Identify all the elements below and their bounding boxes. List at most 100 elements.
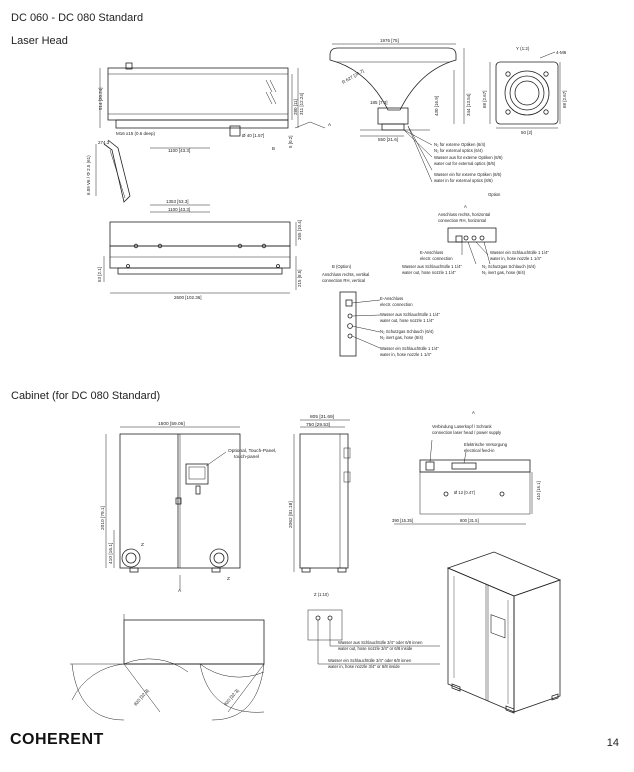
dim-tilt-vert: 6.09 V6 / Φ 2.5 (61) xyxy=(86,155,91,195)
dim-185: 185 [7.3] xyxy=(370,100,388,105)
dim-m16: M16 x15 (0.6 deep) xyxy=(116,131,156,136)
water-in-hose-v-en: water in, hose nozzle 1 1/4" xyxy=(380,352,432,357)
callout-water-in-optics-en: water in for external optics (8/6) xyxy=(434,178,493,183)
electr-supply: Elektrische Versorgung xyxy=(464,442,508,447)
cabinet-view-a-labels: A Verbindung Laserkopf / Schrank connect… xyxy=(392,410,541,523)
laser-head-front-dims: 1976 [75] 185 [7.3] 550 [21.6] 430 [16.9… xyxy=(341,38,471,142)
cab-view-a: A xyxy=(472,410,475,415)
page-number: 14 xyxy=(606,737,619,749)
e-conn-label: E-Anschluss xyxy=(420,250,443,255)
laser-head-top-dims: 1353 [53.3] 1100 [43.3] 2600 [102.36] 26… xyxy=(97,199,302,300)
water-in-hose-h: Wasser ein Schlauchtülle 1 1/4" xyxy=(490,250,549,255)
label-z-2: Z xyxy=(227,576,230,582)
callout-water-out-optics: Wasser aus für externe Optiken (8/6) xyxy=(434,155,503,160)
dim-top-h3: 53 [2.1] xyxy=(97,267,102,282)
water-out-hose-h-en: water out, hose nozzle 1 1/4" xyxy=(402,270,456,275)
dim-1100-top: 1100 [43.3] xyxy=(168,207,190,212)
cabinet-side-view xyxy=(293,419,351,573)
e-conn-label-en: electr. connection xyxy=(420,256,453,261)
callout-n2-optics: N₂ für externe Optiken (6/4) xyxy=(434,142,486,147)
dim-end-h2: 68 [2.67] xyxy=(562,90,567,108)
section-cabinet-title: Cabinet (for DC 080 Standard) xyxy=(11,390,161,402)
water-out-hose-v-en: water out, hose nozzle 1 1/4" xyxy=(380,318,434,323)
cabinet-isometric xyxy=(446,551,562,714)
n2-gas-h-en: N₂ inert gas, hose (6/4) xyxy=(482,270,526,275)
label-y: Y (1:2) xyxy=(516,46,530,51)
dim-right-1: 280 [11] xyxy=(293,99,298,115)
laser-head-front-view xyxy=(329,43,465,183)
w-in-label: Wasser ein Schlauchtülle 3/4" oder 6/8 i… xyxy=(328,658,412,663)
dim-50: 50 [2] xyxy=(521,130,532,135)
electr-supply-en: electrical feed-in xyxy=(464,448,495,453)
dim-410-front: 410 [16.1] xyxy=(108,543,114,564)
conn-laser: Verbindung Laserkopf / Schrank xyxy=(432,424,493,429)
dim-820-left: 820 [32.3] xyxy=(133,688,150,707)
dim-diameter-40: Ø 40 [1.57] xyxy=(242,133,264,138)
connection-view-horizontal xyxy=(447,227,497,265)
b-option: B (Option) xyxy=(332,264,352,269)
water-out-hose-v: Wasser aus Schlauchtülle 1 1/4" xyxy=(380,312,441,317)
label-4m6: 4-M6 xyxy=(556,50,567,55)
dim-805: 805 [31.69] xyxy=(310,414,334,420)
touch-panel-label: Optional, Touch-Panel, xyxy=(228,448,276,454)
dim-1353: 1353 [53.3] xyxy=(166,199,189,204)
label-z-1: Z xyxy=(141,542,144,548)
dim-410-a: 410 [16.1] xyxy=(536,481,541,500)
laser-head-end-view xyxy=(489,51,561,129)
water-in-hose-v: Wasser ein Schlauchtülle 1 1/4" xyxy=(380,346,439,351)
dim-front-h2: 344 [13.54] xyxy=(466,93,471,116)
dim-390: 390 [15.35] xyxy=(392,518,413,523)
conn-rh-horizontal: Anschluss rechts, horizontal xyxy=(438,212,490,217)
cabinet-top-view xyxy=(70,614,265,721)
callout-water-in-optics: Wasser ein für externe Optiken (8/6) xyxy=(434,172,502,177)
dim-top-h2: 215 [8.5] xyxy=(297,269,302,287)
cabinet-side-dims: 805 [31.69] 750 [29.53] 2062 [81.18] xyxy=(288,414,334,528)
dim-top-h1: 265 [10.4] xyxy=(297,220,302,240)
water-out-hose-h: Wasser aus Schlauchtülle 1 1/4" xyxy=(402,264,463,269)
cabinet-front-dims: 1500 [59.06] 2010 [79.1] 410 [16.1] Opti… xyxy=(100,421,276,594)
dim-820-right: 820 [32.3] xyxy=(223,688,240,707)
n2-gas-v-en: N₂ inert gas, hose (6/4) xyxy=(380,335,424,340)
water-in-hose-h-en: water in, hose nozzle 1 1/4" xyxy=(490,256,542,261)
view-a-label: A xyxy=(464,204,467,209)
dim-800: 800 [31.5] xyxy=(460,518,479,523)
conn-laser-en: connection laser head / power supply xyxy=(432,430,502,435)
dim-750: 750 [29.53] xyxy=(306,422,330,428)
w-in-label-en: water in, hose nozzle 3/4" or 6/8 inside xyxy=(328,664,400,669)
page-title: DC 060 - DC 080 Standard xyxy=(11,12,144,24)
n2-gas-v: N₂ Schutzgas Schlauch (6/4) xyxy=(380,329,434,334)
label-a-cab: A xyxy=(178,588,182,594)
dim-tilt: 274.3 xyxy=(98,140,110,145)
laser-head-front-callouts: N₂ für externe Optiken (6/4) N₂ for exte… xyxy=(434,142,503,197)
callout-water-out-optics-en: water out for external optics (8/6) xyxy=(434,161,496,166)
e-conn-v: E-Anschluss xyxy=(380,296,403,301)
connection-view-vertical xyxy=(339,291,381,357)
section-laser-head-title: Laser Head xyxy=(11,35,68,47)
dim-2010: 2010 [79.1] xyxy=(100,506,106,530)
dim-right-2: 311 [12.24] xyxy=(299,93,304,115)
e-conn-v-en: electr. connection xyxy=(380,302,413,307)
connection-view-horizontal-labels: A Anschluss rechts, horizontal connectio… xyxy=(402,204,549,275)
touch-panel-label-en: touch-panel xyxy=(234,454,259,460)
connection-view-vertical-labels: B (Option) Anschluss rechts, vertikal co… xyxy=(322,264,441,357)
laser-head-side-view xyxy=(95,62,326,203)
laser-head-end-dims: Y (1:2) 4-M6 68 [2.67] 68 [2.67] 50 [2] xyxy=(482,46,567,135)
callout-option: Option xyxy=(488,192,501,197)
dim-height-side: 514 [20.24] xyxy=(98,87,103,110)
dim-2600: 2600 [102.36] xyxy=(174,295,202,300)
dim-12: Ø 12 [0.47] xyxy=(454,490,475,495)
dim-foot: 5 [0.2] xyxy=(288,135,293,148)
detail-z xyxy=(307,609,440,665)
cabinet-front-view xyxy=(105,426,241,590)
dim-end-h1: 68 [2.67] xyxy=(482,90,487,108)
z-scale: Z (1:10) xyxy=(314,592,329,597)
label-a: A xyxy=(328,122,331,127)
w-out-label-en: water out, hose nozzle 3/4" or 6/8 insid… xyxy=(338,646,413,651)
laser-head-top-view xyxy=(103,204,297,294)
dim-1500: 1500 [59.06] xyxy=(158,421,185,427)
detail-z-labels: Z (1:10) Wasser aus Schlauchtülle 3/4" o… xyxy=(314,592,423,669)
w-out-label: Wasser aus Schlauchtülle 3/4" oder 6/8 i… xyxy=(338,640,423,645)
dim-front-slant: R 627 [24.7] xyxy=(341,68,365,85)
conn-rh-vertical: Anschluss rechts, vertikal xyxy=(322,272,369,277)
